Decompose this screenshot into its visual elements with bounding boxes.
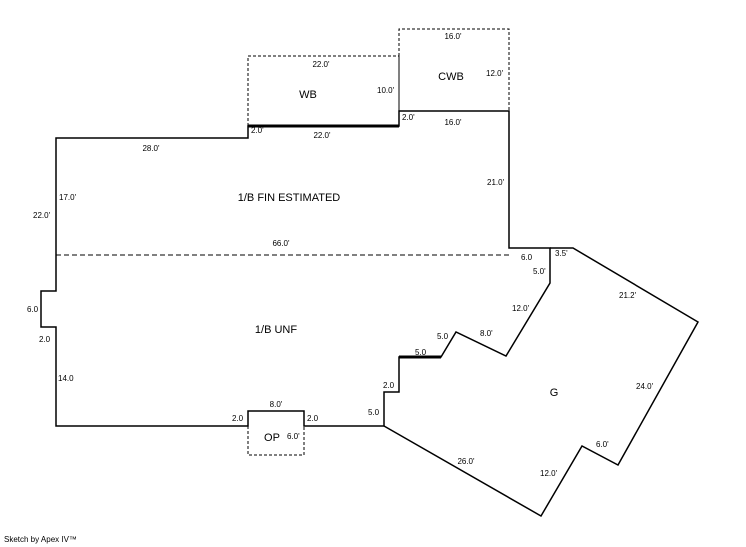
dim-g-5: 5.0' bbox=[533, 267, 546, 276]
room-label-op: OP bbox=[264, 432, 280, 444]
dim-stair-50a: 5.0 bbox=[437, 332, 449, 341]
dim-cwb-bottom: 16.0' bbox=[444, 118, 462, 127]
dim-wb-step: 2.0' bbox=[251, 126, 264, 135]
op-dashed-outline bbox=[247, 426, 305, 456]
cwb-dashed-outline bbox=[398, 28, 510, 111]
room-label-garage: G bbox=[550, 387, 559, 399]
dim-g-260: 26.0' bbox=[457, 457, 475, 466]
dim-step-6: 6.0 bbox=[521, 253, 533, 262]
dim-wb-bottom: 22.0' bbox=[313, 131, 331, 140]
room-label-fin: 1/B FIN ESTIMATED bbox=[238, 192, 341, 204]
dim-op-right: 2.0 bbox=[307, 414, 319, 423]
sketch-credit: Sketch by Apex IV™ bbox=[4, 535, 77, 544]
dim-wb-top: 22.0' bbox=[312, 60, 330, 69]
dim-left-140: 14.0 bbox=[58, 374, 74, 383]
dim-stair-20: 2.0 bbox=[383, 381, 395, 390]
dim-g-240: 24.0' bbox=[636, 382, 654, 391]
dim-g-120: 12.0' bbox=[540, 469, 558, 478]
dim-g-12: 12.0' bbox=[512, 304, 530, 313]
building-outline bbox=[40, 110, 551, 427]
dim-left-inner: 17.0' bbox=[59, 193, 77, 202]
dim-wb-right: 10.0' bbox=[377, 86, 395, 95]
dim-op-top: 8.0' bbox=[270, 400, 283, 409]
dim-op-left: 2.0 bbox=[232, 414, 244, 423]
room-label-wb: WB bbox=[299, 89, 317, 101]
dim-g-8: 8.0' bbox=[480, 329, 493, 338]
room-label-unf: 1/B UNF bbox=[255, 324, 297, 336]
dim-cwb-right: 12.0' bbox=[486, 69, 504, 78]
dim-left-20: 2.0 bbox=[39, 335, 51, 344]
garage-outline bbox=[383, 247, 700, 518]
room-label-cwb: CWB bbox=[438, 71, 464, 83]
dim-cwb-top: 16.0' bbox=[444, 32, 462, 41]
dim-stair-50b: 5.0 bbox=[415, 348, 427, 357]
dim-stair-50c: 5.0 bbox=[368, 408, 380, 417]
dim-cwb-step: 2.0' bbox=[402, 113, 415, 122]
dim-op-side: 6.0' bbox=[287, 432, 300, 441]
dim-step-35: 3.5' bbox=[555, 249, 568, 258]
dim-divider: 66.0' bbox=[272, 239, 290, 248]
dim-g-60: 6.0' bbox=[596, 440, 609, 449]
dim-right-upper: 21.0' bbox=[487, 178, 505, 187]
dim-left-upper: 22.0' bbox=[33, 211, 51, 220]
dim-left-60: 6.0 bbox=[27, 305, 39, 314]
dim-top-left: 28.0' bbox=[142, 144, 160, 153]
dim-g-212: 21.2' bbox=[619, 291, 637, 300]
